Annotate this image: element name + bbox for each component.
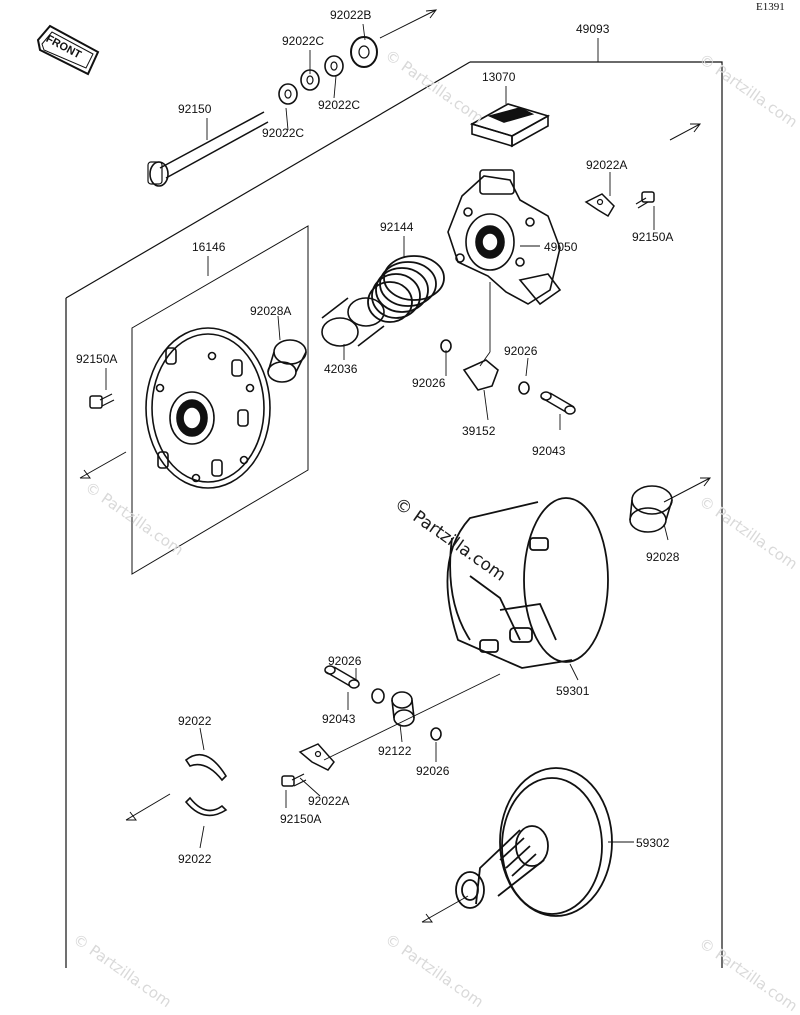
part-label-92022A[interactable]: 92022A	[586, 158, 628, 172]
subassembly-outline	[131, 225, 309, 575]
part-label-92026[interactable]: 92026	[412, 376, 446, 390]
part-label-92150A[interactable]: 92150A	[76, 352, 118, 366]
plate-92022A-bottom	[298, 743, 335, 771]
plate-92022A-top	[584, 193, 615, 218]
washer-92022B	[350, 36, 378, 68]
front-arrow-icon	[36, 24, 100, 76]
bolt-92150A-left	[89, 393, 115, 409]
part-label-92028A[interactable]: 92028A	[250, 304, 292, 318]
sleeve-42036	[321, 297, 385, 347]
diagram-code: E1391	[756, 1, 785, 13]
retainer-92022-top	[184, 753, 228, 782]
bolt-92150A-bottom	[281, 773, 307, 787]
part-label-92150A[interactable]: 92150A	[632, 230, 674, 244]
part-label-92022[interactable]: 92022	[178, 714, 212, 728]
washer-92022C-3	[324, 55, 344, 77]
part-label-92026[interactable]: 92026	[328, 654, 362, 668]
retainer-92022-bottom	[184, 796, 228, 817]
ring-92026-c	[371, 688, 385, 704]
parts-diagram: © Partzilla.com © Partzilla.com © Partzi…	[36, 1, 800, 1015]
part-label-92122[interactable]: 92122	[378, 744, 412, 758]
part-label-92022A[interactable]: 92022A	[308, 794, 350, 808]
bushing-92028A	[267, 339, 307, 383]
drum-59301	[446, 497, 609, 669]
part-label-59301[interactable]: 59301	[556, 684, 590, 698]
diagram-drawing	[36, 9, 723, 968]
part-label-39152[interactable]: 39152	[462, 424, 496, 438]
ring-92026-a	[440, 339, 452, 353]
part-label-49050[interactable]: 49050	[544, 240, 578, 254]
part-label-92026[interactable]: 92026	[416, 764, 450, 778]
washer-92022C-2	[300, 69, 320, 91]
part-label-92144[interactable]: 92144	[380, 220, 414, 234]
weight-39152	[462, 359, 499, 391]
part-label-92022B[interactable]: 92022B	[330, 8, 372, 22]
slider-13070	[469, 103, 551, 148]
cover-16146	[145, 327, 271, 489]
spring-92144	[367, 255, 445, 323]
part-label-92028[interactable]: 92028	[646, 550, 680, 564]
part-label-92022[interactable]: 92022	[178, 852, 212, 866]
bolt-92150A-top	[635, 191, 655, 209]
part-label-42036[interactable]: 42036	[324, 362, 358, 376]
pin-92043-top	[540, 391, 576, 415]
part-label-92026[interactable]: 92026	[504, 344, 538, 358]
bushing-92028	[629, 485, 673, 533]
part-label-13070[interactable]: 13070	[482, 70, 516, 84]
ring-92026-b	[518, 381, 530, 395]
part-label-92043[interactable]: 92043	[532, 444, 566, 458]
part-label-92022C[interactable]: 92022C	[262, 126, 305, 140]
washer-92022C-1	[278, 83, 298, 105]
part-label-49093[interactable]: 49093	[576, 22, 610, 36]
part-label-92022C[interactable]: 92022C	[282, 34, 325, 48]
part-label-92022C[interactable]: 92022C	[318, 98, 361, 112]
part-label-92150A[interactable]: 92150A	[280, 812, 322, 826]
spider-49050	[447, 169, 562, 306]
part-label-92150[interactable]: 92150	[178, 102, 212, 116]
bolt-92150	[147, 111, 269, 187]
assembly-outline	[470, 61, 723, 968]
part-label-92043[interactable]: 92043	[322, 712, 356, 726]
part-label-16146[interactable]: 16146	[192, 240, 226, 254]
roller-92122	[391, 691, 415, 727]
sheave-59302	[455, 767, 613, 917]
ring-92026-d	[430, 727, 442, 741]
pin-92043-bottom	[324, 665, 360, 689]
part-label-59302[interactable]: 59302	[636, 836, 670, 850]
